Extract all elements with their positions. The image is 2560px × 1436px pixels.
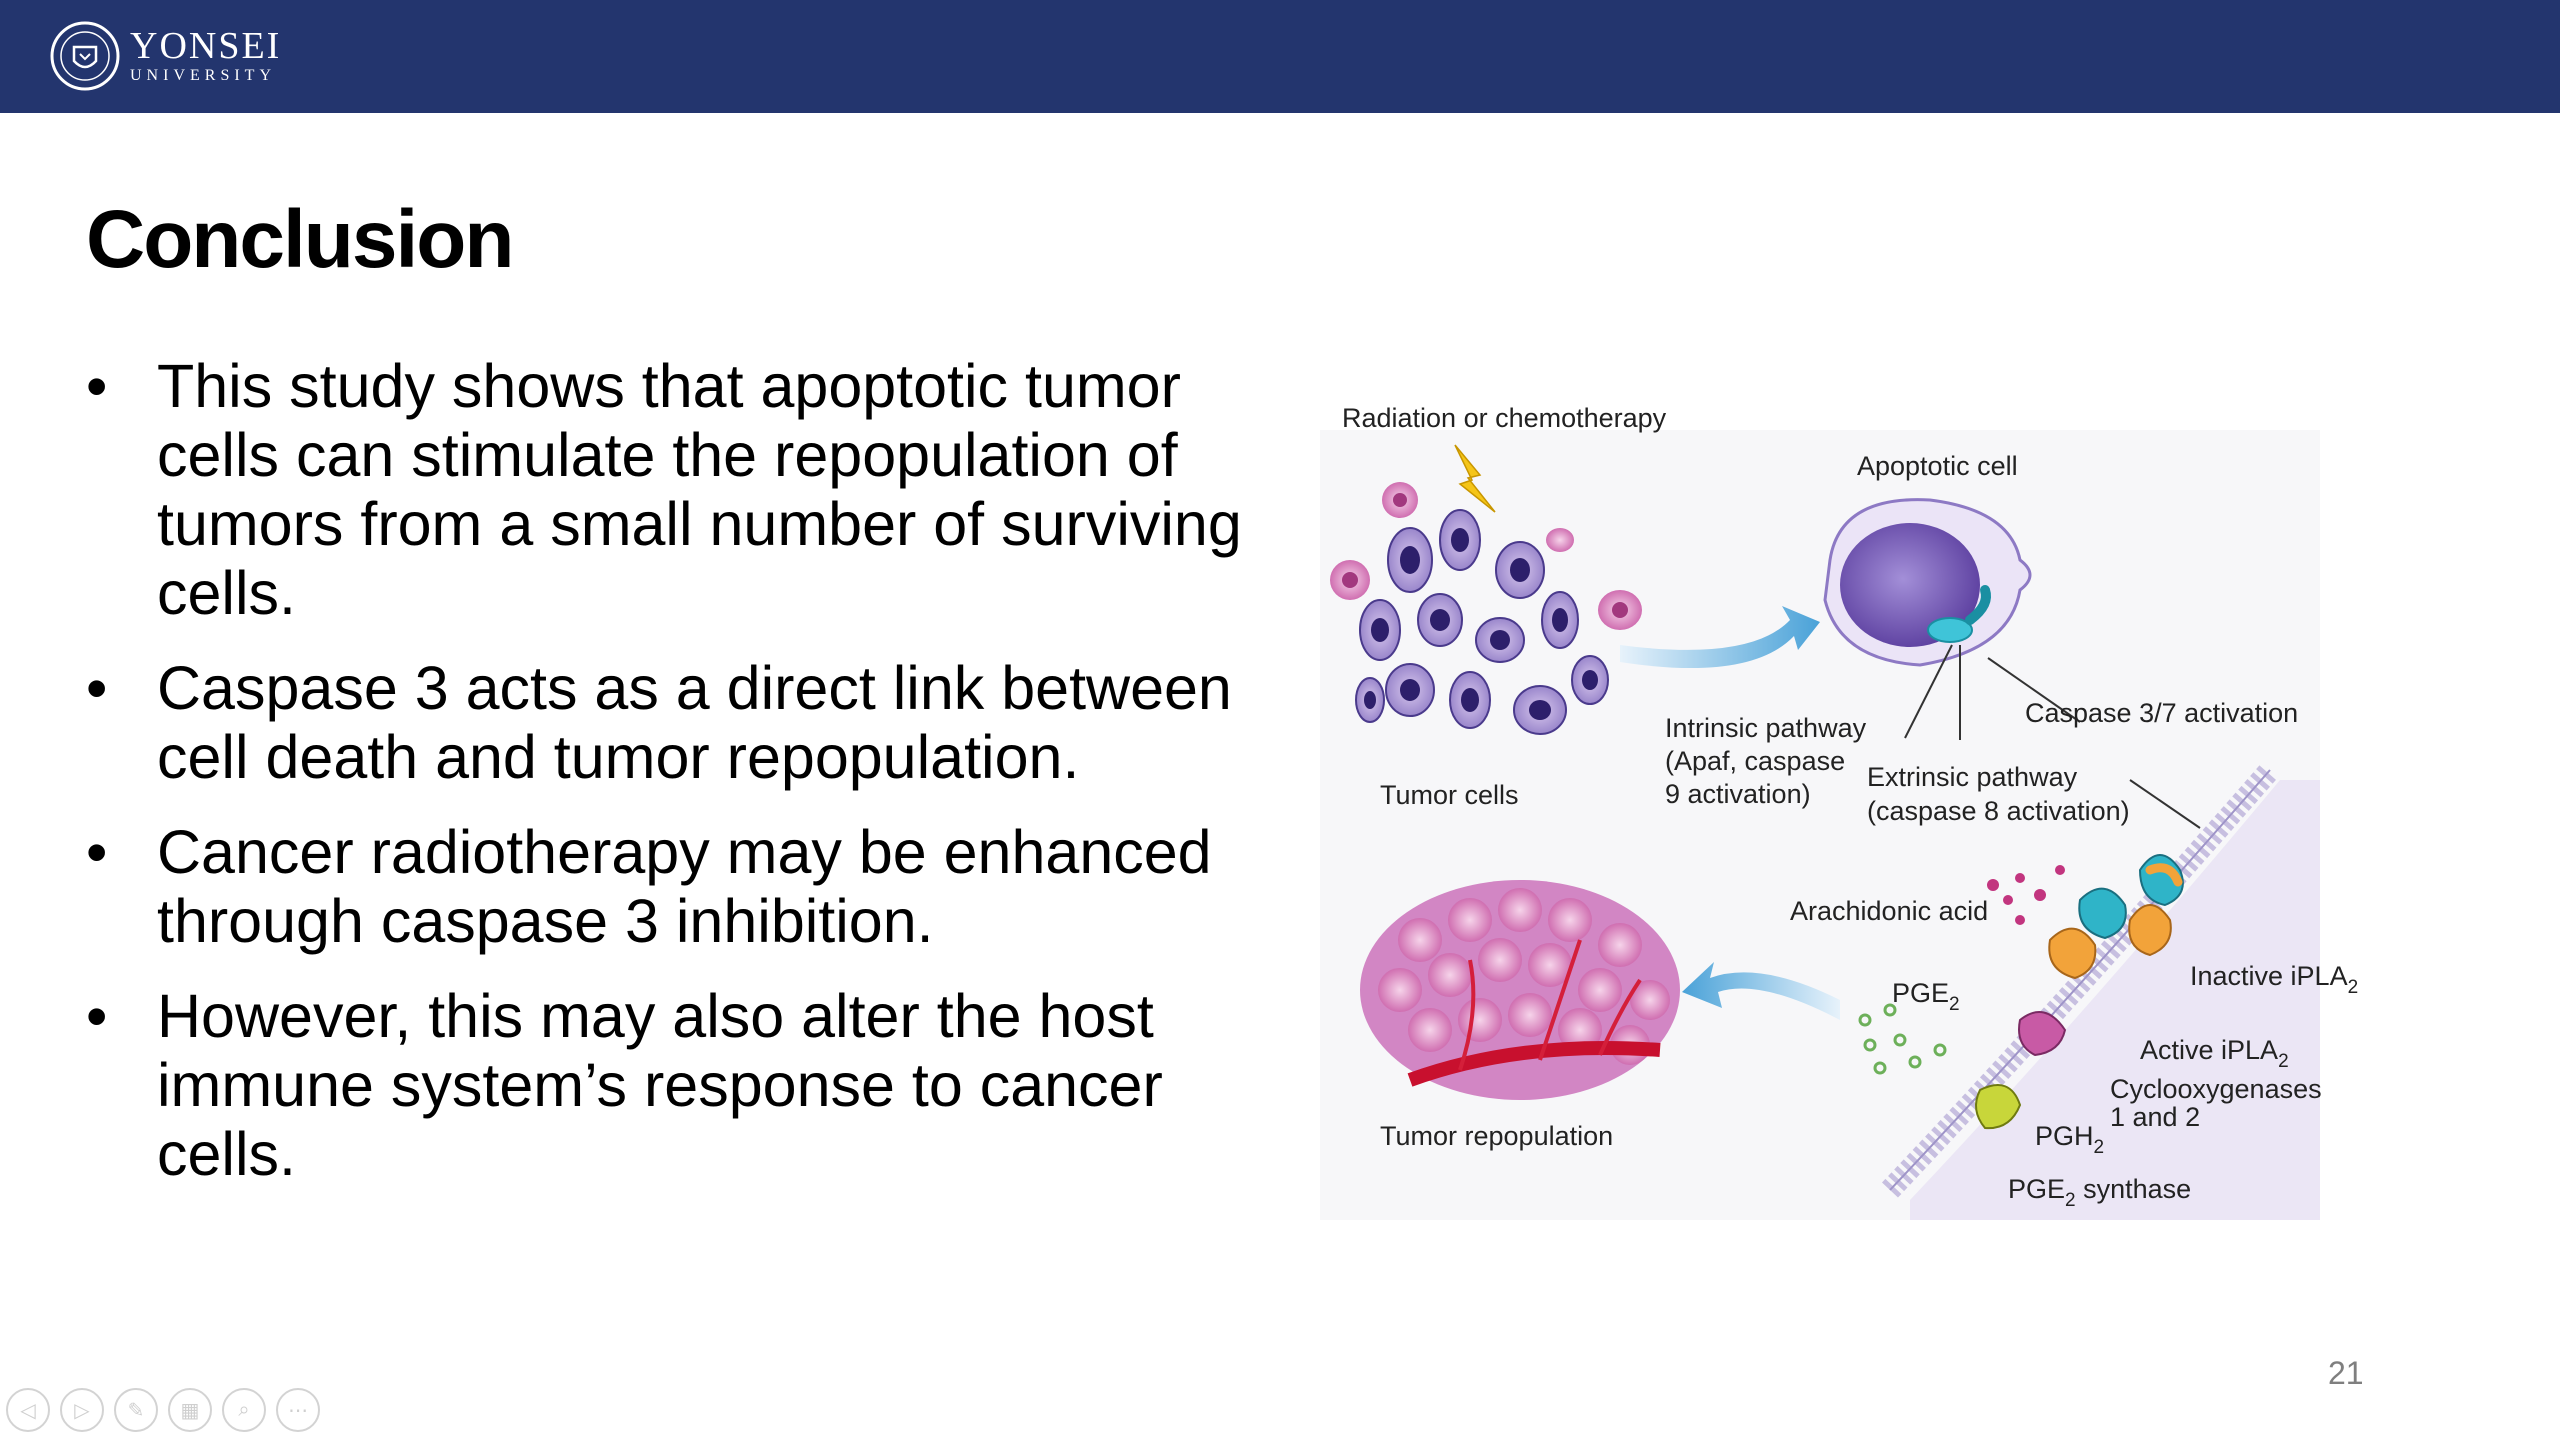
arrow-to-apoptotic xyxy=(1620,606,1820,669)
bullet-item: • Caspase 3 acts as a direct link between… xyxy=(86,654,1286,792)
label-radiation: Radiation or chemotherapy xyxy=(1342,403,1667,433)
slideshow-controls: ◁ ▷ ✎ ▦ ⌕ ⋯ xyxy=(6,1388,320,1432)
header-bar: YONSEI UNIVERSITY xyxy=(0,0,2560,113)
bullet-marker: • xyxy=(86,654,108,722)
bullet-item: • However, this may also alter the host i… xyxy=(86,982,1286,1189)
label-extrinsic-2: (caspase 8 activation) xyxy=(1867,796,2130,826)
label-arachidonic: Arachidonic acid xyxy=(1790,896,1988,926)
bullet-text: Cancer radiotherapy may be enhanced thro… xyxy=(157,818,1212,955)
label-active-ipla2: Active iPLA2 xyxy=(2140,1035,2289,1072)
enzymes xyxy=(1975,854,2184,1130)
label-cyclooxygenases-2: 1 and 2 xyxy=(2110,1102,2200,1132)
previous-icon[interactable]: ◁ xyxy=(6,1388,50,1432)
tumor-cells-cluster xyxy=(1330,482,1642,735)
tumor-repopulation-diagram: Radiation or chemotherapy Tumor cells Ap… xyxy=(1320,403,2358,1220)
label-pgh2: PGH2 xyxy=(2035,1121,2104,1158)
logo-subtitle: UNIVERSITY xyxy=(130,67,276,84)
label-extrinsic-1: Extrinsic pathway xyxy=(1867,762,2078,792)
bullet-text: However, this may also alter the host im… xyxy=(157,982,1163,1188)
label-tumor-repopulation: Tumor repopulation xyxy=(1380,1121,1613,1151)
bullet-list: • This study shows that apoptotic tumor c… xyxy=(86,352,1286,1215)
label-intrinsic-3: 9 activation) xyxy=(1665,779,1811,809)
page-number: 21 xyxy=(2328,1355,2364,1391)
label-caspase: Caspase 3/7 activation xyxy=(2025,698,2298,728)
bullet-item: • This study shows that apoptotic tumor c… xyxy=(86,352,1286,628)
seal-icon xyxy=(50,21,120,91)
lightning-icon xyxy=(1454,444,1496,513)
label-cyclooxygenases-1: Cyclooxygenases xyxy=(2110,1074,2322,1104)
pge2-molecules xyxy=(1858,1003,1947,1075)
label-tumor-cells: Tumor cells xyxy=(1380,780,1519,810)
arachidonic-molecules xyxy=(1987,865,2065,925)
bullet-text: This study shows that apoptotic tumor ce… xyxy=(157,352,1242,627)
slide-title: Conclusion xyxy=(86,194,514,285)
tumor-repopulation-mass xyxy=(1360,880,1680,1100)
label-intrinsic-1: Intrinsic pathway xyxy=(1665,713,1867,743)
pen-icon[interactable]: ✎ xyxy=(114,1388,158,1432)
bullet-text: Caspase 3 acts as a direct link between … xyxy=(157,654,1232,791)
bullet-marker: • xyxy=(86,352,108,420)
bullet-marker: • xyxy=(86,982,108,1050)
slides-icon[interactable]: ▦ xyxy=(168,1388,212,1432)
logo-name: YONSEI xyxy=(130,25,282,67)
arrow-to-repopulation xyxy=(1682,962,1840,1020)
label-intrinsic-2: (Apaf, caspase xyxy=(1665,746,1845,776)
apoptotic-cell xyxy=(1823,498,2032,667)
bullet-marker: • xyxy=(86,818,108,886)
zoom-icon[interactable]: ⌕ xyxy=(222,1388,266,1432)
label-inactive-ipla2: Inactive iPLA2 xyxy=(2190,961,2358,998)
more-icon[interactable]: ⋯ xyxy=(276,1388,320,1432)
next-icon[interactable]: ▷ xyxy=(60,1388,104,1432)
yonsei-logo: YONSEI UNIVERSITY xyxy=(50,20,281,92)
label-apoptotic-cell: Apoptotic cell xyxy=(1857,451,2018,481)
label-pge2-synthase: PGE2 synthase xyxy=(2008,1174,2191,1211)
label-pge2: PGE2 xyxy=(1892,978,1960,1015)
bullet-item: • Cancer radiotherapy may be enhanced thr… xyxy=(86,818,1286,956)
